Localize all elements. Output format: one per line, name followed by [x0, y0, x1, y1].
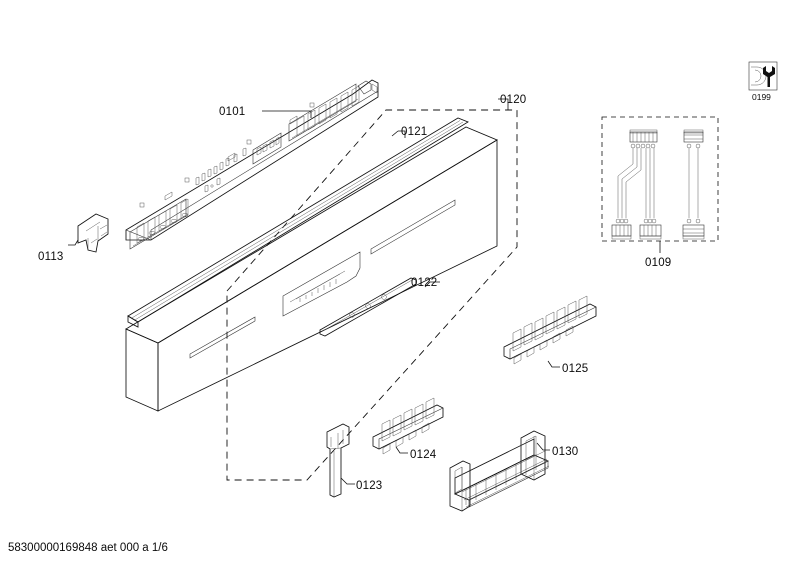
facia-panel-body — [125, 126, 498, 412]
pcb-key-block-left — [129, 198, 189, 250]
footer-document-code: 58300000169848 aet 000 a 1/6 — [8, 542, 168, 554]
label-part-0125: 0125 — [562, 363, 588, 375]
label-part-0109: 0109 — [645, 257, 671, 269]
harness-3pin-connector-b — [639, 218, 662, 240]
part-0123-single-key — [326, 423, 350, 498]
label-part-0122: 0122 — [411, 277, 437, 289]
pcb-key-block-right — [288, 83, 360, 142]
harness-3pin-connector-a — [611, 218, 632, 240]
pcb-display-module — [252, 132, 282, 165]
part-0124-button-strip-short — [372, 397, 444, 455]
part-0125-button-strip-long — [503, 295, 597, 365]
part-0130-ribs — [461, 450, 550, 508]
part-0199-service-tool-symbol — [748, 61, 778, 91]
harness-6pin-connector — [629, 129, 658, 143]
part-0120-assembly-boundary — [226, 109, 518, 481]
part-0122-display-trim-strip — [319, 277, 417, 337]
label-part-0123: 0123 — [356, 480, 382, 492]
part-0101-control-pcb — [125, 79, 379, 250]
label-part-0130: 0130 — [552, 446, 578, 458]
harness-2wire-lead — [682, 129, 705, 240]
label-part-0121: 0121 — [401, 126, 427, 138]
harness-left-wires — [617, 143, 656, 218]
part-0113-retaining-clip — [77, 213, 109, 253]
pcb-mounting-tabs — [139, 80, 378, 208]
pcb-surface-components — [195, 147, 247, 193]
part-0124-keys — [381, 397, 435, 442]
part-0125-keys — [512, 295, 588, 352]
part-0124-feet — [382, 422, 430, 455]
label-part-0199: 0199 — [752, 92, 771, 102]
label-part-0120: 0120 — [500, 94, 526, 106]
part-0121-handle-rail — [127, 117, 469, 328]
label-part-0124: 0124 — [410, 449, 437, 461]
label-part-0113: 0113 — [38, 251, 64, 263]
part-0130-pcb-holder-rack — [449, 430, 550, 512]
leader-lines — [68, 98, 661, 485]
label-part-0101: 0101 — [219, 106, 245, 118]
part-0125-feet — [513, 325, 574, 365]
wrench-icon — [763, 66, 775, 87]
